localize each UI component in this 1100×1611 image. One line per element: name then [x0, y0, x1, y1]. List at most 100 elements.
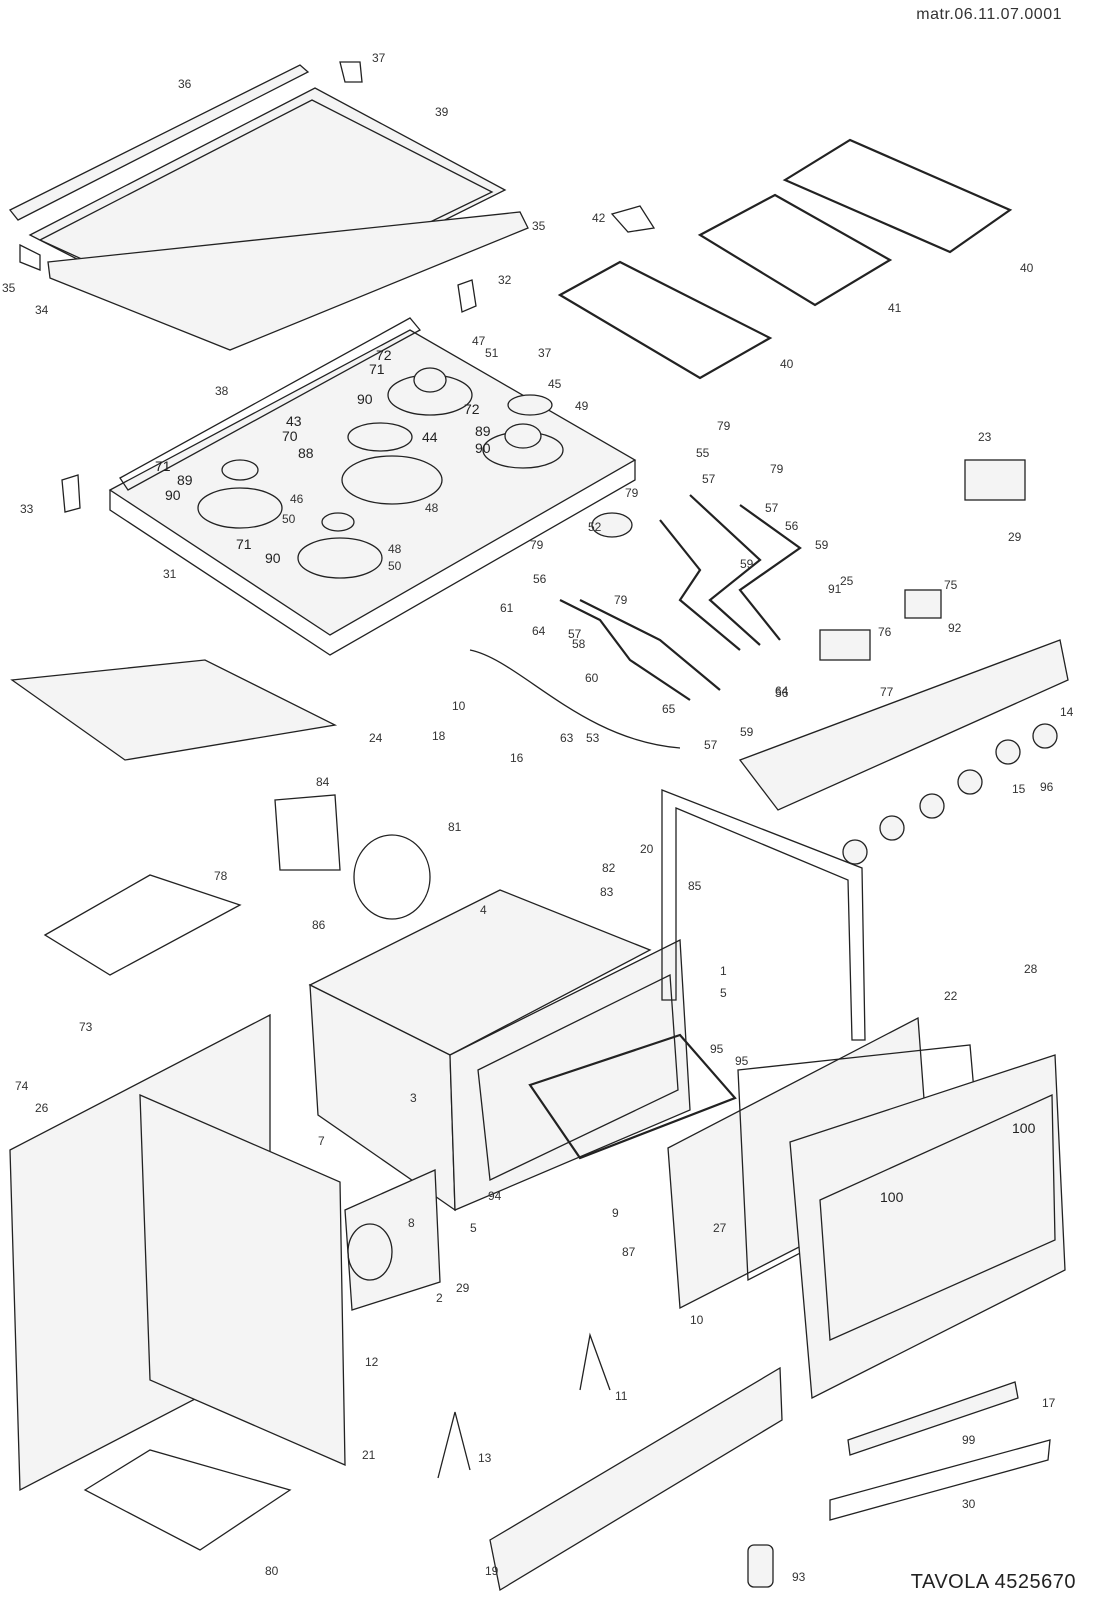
gas-pipes: [469, 494, 802, 749]
cooktop-backguard: [119, 317, 422, 491]
part-label: 36: [178, 77, 192, 91]
part-label: 55: [696, 446, 710, 460]
part-label: 74: [15, 1079, 29, 1093]
part-label: 35: [2, 281, 16, 295]
part-label: 4: [480, 903, 487, 917]
part-label: 71: [155, 458, 171, 474]
oven-cavity: [308, 889, 737, 1212]
part-label: 28: [1024, 962, 1038, 976]
part-label: 29: [1008, 530, 1022, 544]
lid-left-hinge: [19, 243, 41, 271]
part-label: 13: [478, 1451, 492, 1465]
part-label: 58: [572, 637, 586, 651]
part-label: 94: [488, 1189, 502, 1203]
part-label: 27: [713, 1221, 727, 1235]
part-label: 79: [625, 486, 639, 500]
part-label: 84: [316, 775, 330, 789]
part-label: 78: [214, 869, 228, 883]
plinth: [489, 1366, 783, 1592]
part-label: 96: [1040, 780, 1054, 794]
part-label: 30: [962, 1497, 976, 1511]
handle-bar: [829, 1439, 1051, 1521]
part-label: 26: [35, 1101, 49, 1115]
part-label: 46: [290, 492, 304, 506]
part-label: 79: [717, 419, 731, 433]
lid-clip: [457, 279, 477, 313]
part-label: 56: [775, 686, 789, 700]
part-label: 63: [560, 731, 574, 745]
bottom-element: [83, 1449, 292, 1551]
part-label: 57: [704, 738, 718, 752]
part-label: 43: [286, 413, 302, 429]
part-label: 49: [575, 399, 589, 413]
drawing-code: matr.06.11.07.0001: [916, 6, 1062, 23]
part-label: 72: [376, 347, 392, 363]
part-label: 79: [530, 538, 544, 552]
control-panel-fascia: [738, 639, 1069, 811]
rear-frame: [661, 789, 866, 1041]
part-label: 40: [780, 357, 794, 371]
part-label: 72: [464, 401, 480, 417]
part-label: 45: [548, 377, 562, 391]
part-label: 100: [880, 1189, 904, 1205]
oven-shelf: [528, 1033, 737, 1160]
burner-left: [197, 459, 283, 529]
part-label: 12: [365, 1355, 379, 1369]
part-label: 15: [1012, 782, 1026, 796]
part-label: 81: [448, 820, 462, 834]
part-label: 89: [177, 472, 193, 488]
handle: [847, 1381, 1019, 1456]
part-label: 64: [532, 624, 546, 638]
part-label: 32: [498, 273, 512, 287]
part-label: 42: [592, 211, 606, 225]
part-label: 80: [265, 1564, 279, 1578]
pan-support-left: [557, 260, 773, 380]
part-label: 59: [815, 538, 829, 552]
part-label: 1: [720, 964, 727, 978]
part-label: 5: [470, 1221, 477, 1235]
part-label: 35: [532, 219, 546, 233]
burner-cap: [591, 512, 633, 538]
door-bracket: [579, 1332, 611, 1391]
baking-tray: [10, 659, 338, 761]
part-label: 83: [600, 885, 614, 899]
cooktop-edge: [109, 460, 636, 656]
adjustable-foot: [747, 1544, 774, 1588]
part-label: 9: [612, 1206, 619, 1220]
part-label: 7: [318, 1134, 325, 1148]
part-label: 59: [740, 557, 754, 571]
part-label: 88: [298, 445, 314, 461]
part-label: 2: [436, 1291, 443, 1305]
burner-rear-right: [387, 367, 473, 416]
burner-right: [482, 394, 564, 469]
part-label: 65: [662, 702, 676, 716]
glass-lid-assembly: [8, 61, 529, 351]
part-label: 29: [456, 1281, 470, 1295]
part-label: 25: [840, 574, 854, 588]
part-label: 57: [702, 472, 716, 486]
part-label: 23: [978, 430, 992, 444]
part-label: 10: [452, 699, 466, 713]
pan-supports: [557, 138, 1013, 380]
part-label: 89: [475, 423, 491, 439]
part-label: 34: [35, 303, 49, 317]
part-label: 44: [422, 429, 438, 445]
part-label: 8: [408, 1216, 415, 1230]
part-label: 48: [388, 542, 402, 556]
part-label: 77: [880, 685, 894, 699]
fan-gasket: [353, 834, 431, 920]
lid-frame: [47, 211, 529, 351]
lid-rear-trim: [8, 64, 310, 221]
cavity-opening: [477, 973, 679, 1181]
part-label: 31: [163, 567, 177, 581]
part-label: 92: [948, 621, 962, 635]
door-bracket: [437, 1411, 471, 1479]
part-label: 91: [828, 582, 842, 596]
part-label: 52: [588, 520, 602, 534]
part-label: 100: [1012, 1120, 1036, 1136]
side-panel-front: [139, 1093, 346, 1467]
part-label: 17: [1042, 1396, 1056, 1410]
part-label: 79: [770, 462, 784, 476]
